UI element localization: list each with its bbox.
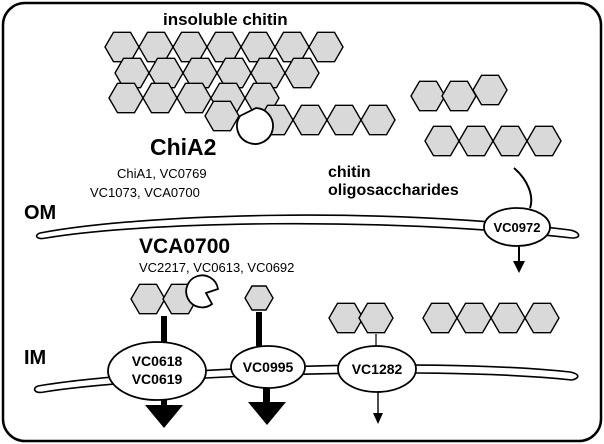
vca0700-label: VCA0700 <box>139 235 230 258</box>
monomer-hexagon <box>244 285 274 311</box>
vc0618-label: VC0618 <box>132 353 183 369</box>
vca0700-enzyme-icon <box>185 274 220 309</box>
oligosaccharide-chain-3 <box>410 74 508 112</box>
vca0700-homologs: VC2217, VC0613, VC0692 <box>139 260 294 275</box>
vc0995-arrow-shaft <box>263 388 270 406</box>
outer-membrane <box>35 214 580 240</box>
vc0972-porin <box>483 207 551 247</box>
oligo-to-vc0972-arrow <box>513 167 533 209</box>
vc0995-connector <box>256 312 262 346</box>
vc0619-label: VC0619 <box>132 371 183 387</box>
im-label: IM <box>24 347 46 369</box>
chia2-enzyme-icon <box>236 107 274 145</box>
chia2-homologs-line1: ChiA1, VC0769 <box>117 166 207 181</box>
chitin-oligo-label-line1: chitin <box>328 164 371 181</box>
chia2-homologs-line2: VC1073, VCA0700 <box>90 185 200 200</box>
chitin-oligo-label-line2: oligosaccharides <box>328 182 459 199</box>
vc1282-arrow-head <box>373 413 383 424</box>
vc0618-connector <box>161 316 167 346</box>
vc1282-transporter <box>337 345 417 393</box>
vc0618-arrow-head <box>145 405 183 428</box>
chia2-label: ChiA2 <box>150 134 216 160</box>
vc0618-vc0619-transporter <box>107 341 207 401</box>
vc1282-label: VC1282 <box>352 361 403 377</box>
om-label: OM <box>24 202 56 224</box>
vc0995-arrow-head <box>248 402 286 425</box>
vc0972-label: VC0972 <box>494 220 541 235</box>
vc0995-label: VC0995 <box>243 359 294 375</box>
vc0972-arrow-head <box>513 261 525 273</box>
insoluble-chitin-label: insoluble chitin <box>163 10 288 29</box>
